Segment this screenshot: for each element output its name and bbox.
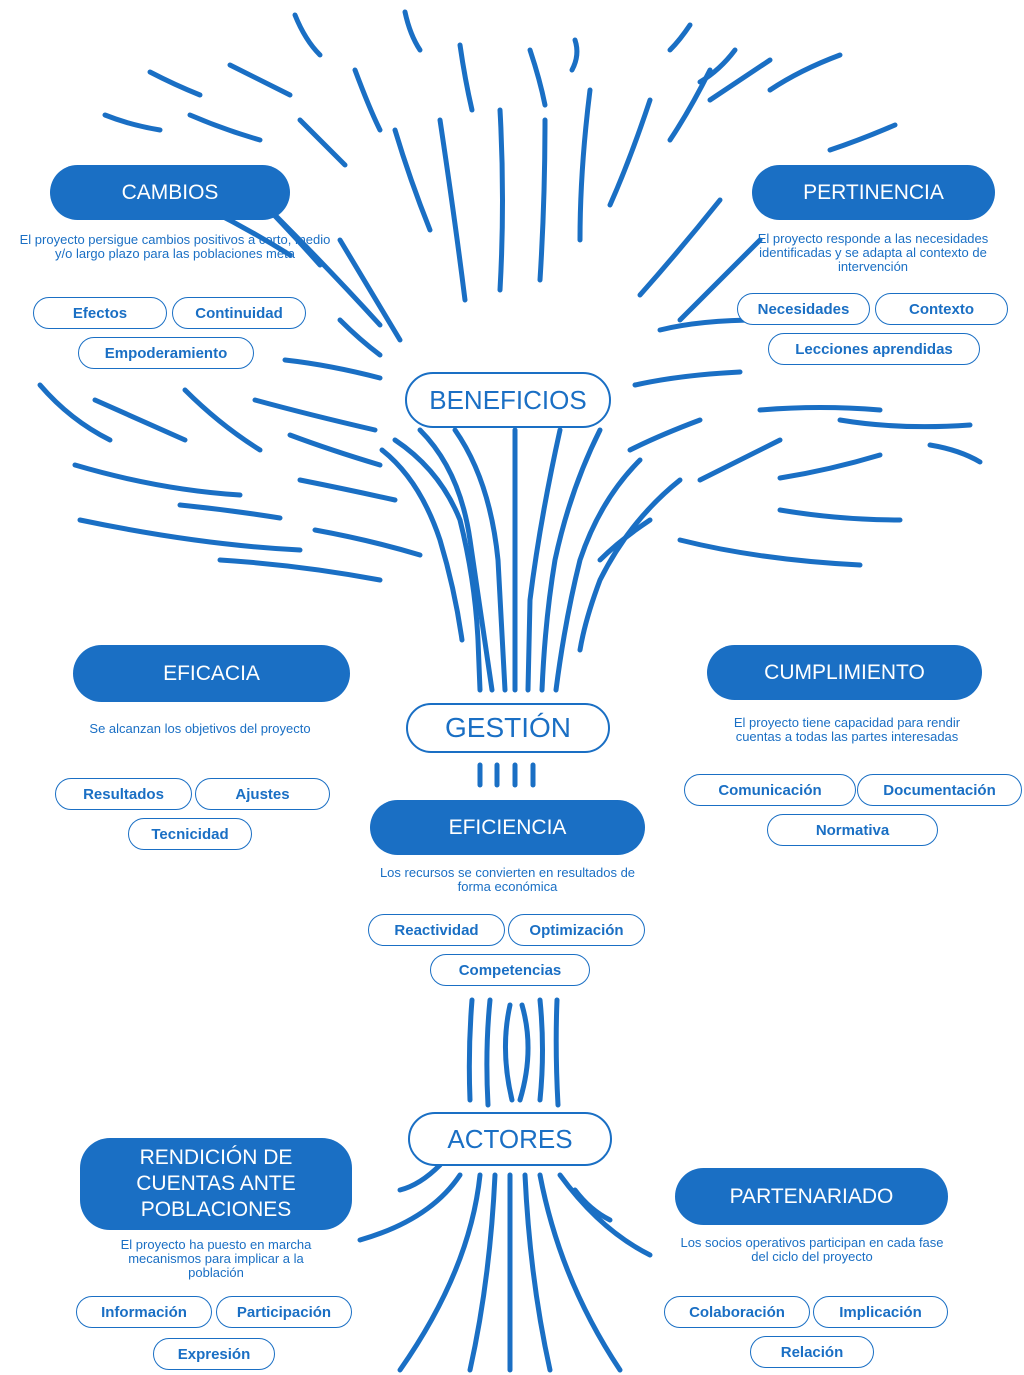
partenariado-tag-relacion: Relación <box>750 1336 874 1368</box>
eficacia-description: Se alcanzan los objetivos del proyecto <box>89 721 311 736</box>
eficiencia-tag-reactividad: Reactividad <box>368 914 505 946</box>
partenariado-tag-colaboracion: Colaboración <box>664 1296 810 1328</box>
pertinencia-tag-contexto: Contexto <box>875 293 1008 325</box>
rendicion-tag-informacion: Información <box>76 1296 212 1328</box>
rendicion-title-line-3: POBLACIONES <box>140 1198 292 1221</box>
rendicion-description: El proyecto ha puesto en marcha mecanism… <box>120 1237 312 1280</box>
pertinencia-tag-necesidades: Necesidades <box>737 293 870 325</box>
eficiencia-tag-competencias: Competencias <box>430 954 590 986</box>
cambios-title: CAMBIOS <box>50 165 290 220</box>
pertinencia-tag-lecciones-aprendidas: Lecciones aprendidas <box>768 333 980 365</box>
eficiencia-description: Los recursos se convierten en resultados… <box>379 865 636 894</box>
cambios-tag-empoderamiento: Empoderamiento <box>78 337 254 369</box>
node-gestion: GESTIÓN <box>406 703 610 753</box>
cumplimiento-tag-normativa: Normativa <box>767 814 938 846</box>
pertinencia-description: El proyecto responde a las necesidades i… <box>757 231 989 274</box>
cambios-tag-continuidad: Continuidad <box>172 297 306 329</box>
eficacia-tag-ajustes: Ajustes <box>195 778 330 810</box>
rendicion-tag-participacion: Participación <box>216 1296 352 1328</box>
cambios-description: El proyecto persigue cambios positivos a… <box>19 232 331 261</box>
eficacia-title: EFICACIA <box>73 645 350 702</box>
cumplimiento-description: El proyecto tiene capacidad para rendir … <box>733 715 961 744</box>
cambios-tag-efectos: Efectos <box>33 297 167 329</box>
node-beneficios: BENEFICIOS <box>405 372 611 428</box>
eficacia-tag-tecnicidad: Tecnicidad <box>128 818 252 850</box>
partenariado-title: PARTENARIADO <box>675 1168 948 1225</box>
eficiencia-tag-optimizacion: Optimización <box>508 914 645 946</box>
eficiencia-title: EFICIENCIA <box>370 800 645 855</box>
rendicion-title-line-1: RENDICIÓN DE <box>139 1146 293 1169</box>
rendicion-title: RENDICIÓN DE CUENTAS ANTE POBLACIONES <box>80 1138 352 1230</box>
partenariado-description: Los socios operativos participan en cada… <box>680 1235 944 1264</box>
rendicion-tag-expresion: Expresión <box>153 1338 275 1370</box>
cumplimiento-tag-comunicacion: Comunicación <box>684 774 856 806</box>
canopy-strokes <box>37 9 983 583</box>
pertinencia-title: PERTINENCIA <box>752 165 995 220</box>
cumplimiento-title: CUMPLIMIENTO <box>707 645 982 700</box>
partenariado-tag-implicacion: Implicación <box>813 1296 948 1328</box>
node-actores: ACTORES <box>408 1112 612 1166</box>
rendicion-title-line-2: CUENTAS ANTE <box>136 1172 296 1195</box>
cumplimiento-tag-documentacion: Documentación <box>857 774 1022 806</box>
trunk-strokes <box>379 427 683 1108</box>
eficacia-tag-resultados: Resultados <box>55 778 192 810</box>
root-strokes <box>357 1162 653 1373</box>
